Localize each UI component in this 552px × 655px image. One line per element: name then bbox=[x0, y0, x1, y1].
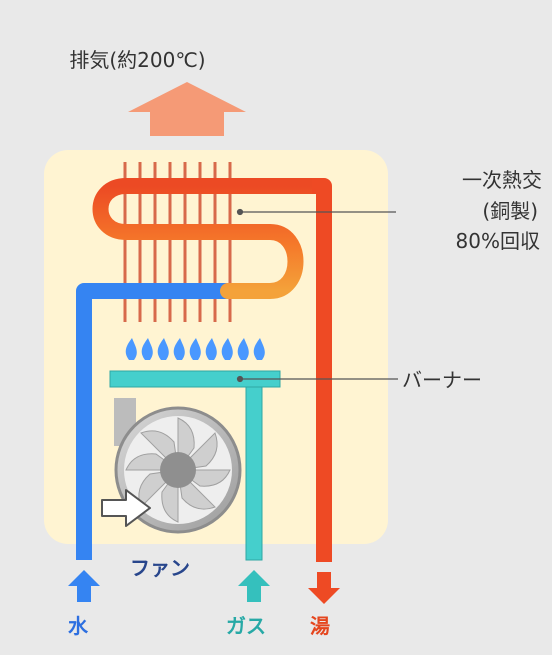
gas-pipe bbox=[245, 379, 263, 561]
hot-water-pipe bbox=[312, 178, 332, 562]
air-intake-arrow bbox=[101, 489, 151, 527]
heat-exchanger-label-line2: (銅製) bbox=[482, 199, 538, 223]
hot-water-label: 湯 bbox=[310, 614, 330, 638]
burner-label: バーナー bbox=[402, 368, 482, 392]
exhaust-arrow bbox=[128, 82, 246, 136]
heat-exchanger-label-line1: 一次熱交 bbox=[462, 168, 542, 192]
heat-exchanger-label-line3: 80%回収 bbox=[455, 229, 540, 253]
gas-inlet-arrow bbox=[238, 570, 270, 602]
water-inlet-arrow bbox=[68, 570, 100, 602]
heat-exchanger-coil bbox=[92, 178, 328, 299]
hot-water-outlet-arrow bbox=[308, 572, 340, 604]
water-label: 水 bbox=[68, 614, 88, 638]
leader-lines bbox=[236, 208, 398, 383]
fan-hub bbox=[160, 452, 196, 488]
fan-label: ファン bbox=[130, 556, 190, 580]
burner-flames bbox=[125, 338, 265, 360]
gas-label: ガス bbox=[226, 614, 266, 638]
exhaust-label: 排気(約200℃) bbox=[69, 48, 206, 72]
